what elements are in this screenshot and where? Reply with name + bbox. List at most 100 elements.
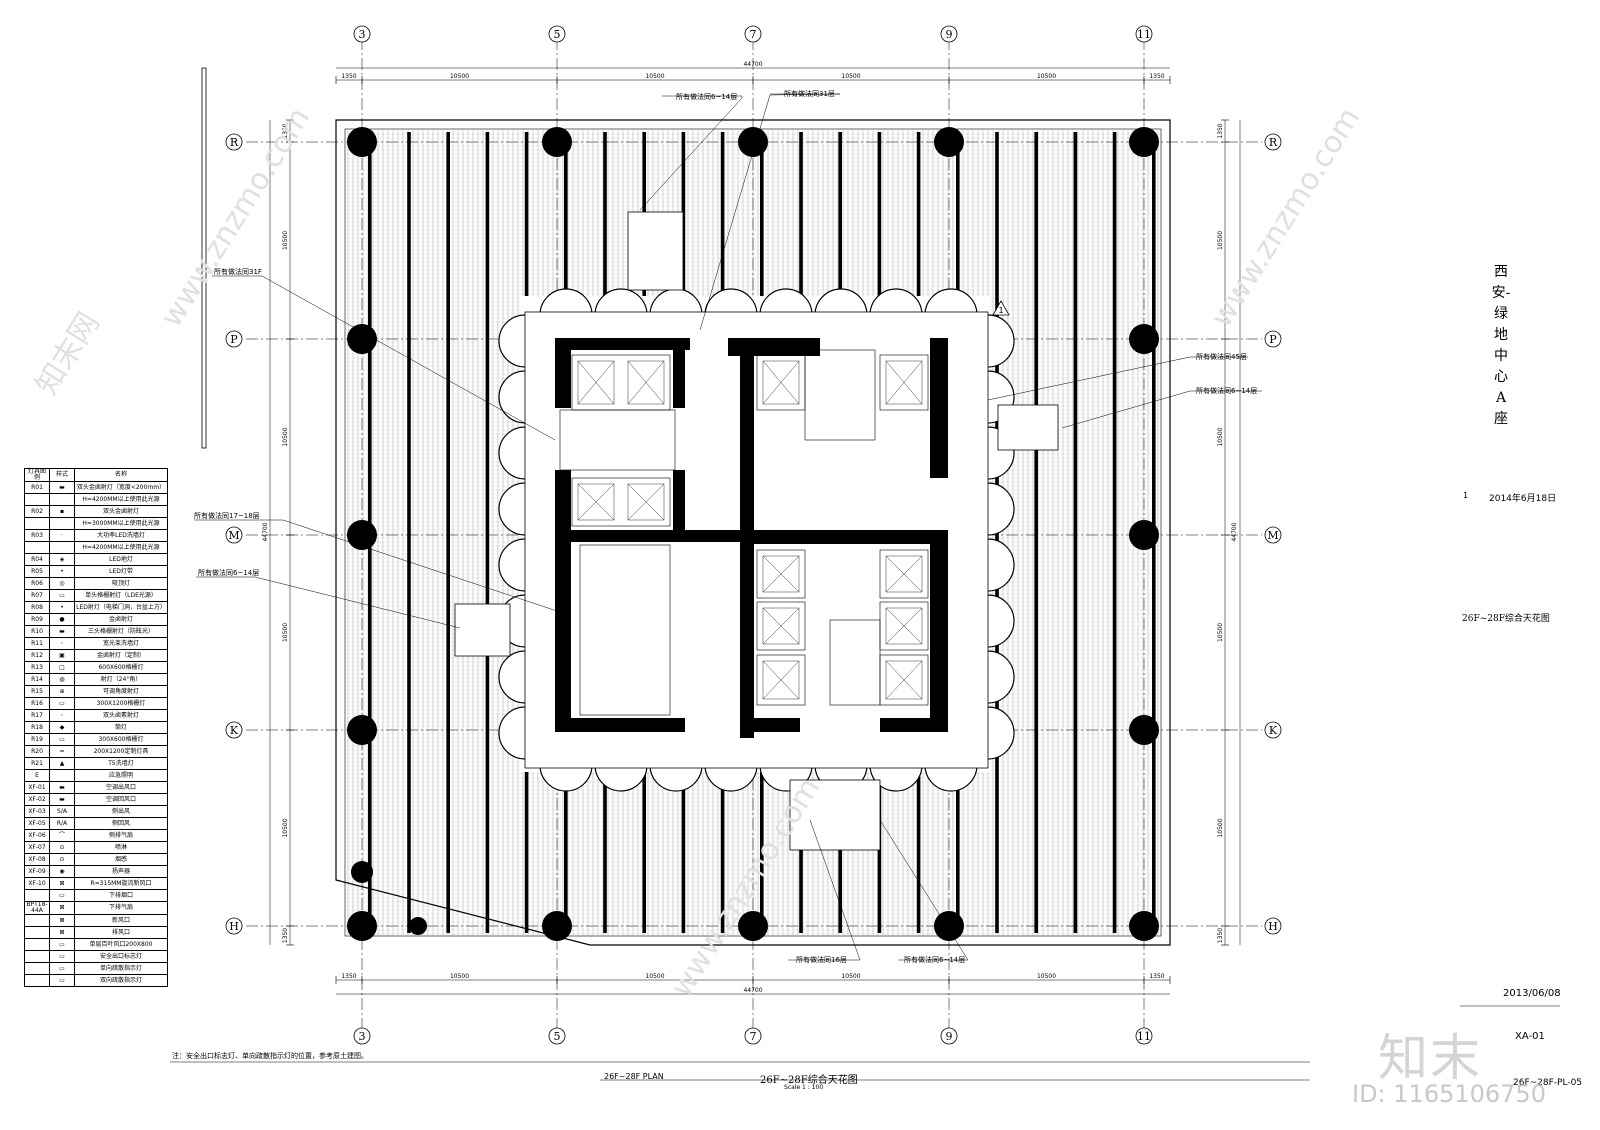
- elevator-car: [885, 555, 923, 593]
- grid-bubble-row: [225, 721, 243, 739]
- dimension-label: 10500: [282, 231, 289, 250]
- core-wall: [555, 718, 685, 732]
- legend-code: XF-02: [24, 793, 50, 806]
- legend-code: [24, 938, 50, 951]
- legend-row: R20━200X1200定制灯具: [24, 745, 168, 758]
- legend-row: R05•LED灯带: [24, 565, 168, 578]
- structural-column: [347, 911, 377, 941]
- dimension-label: 10500: [1217, 623, 1224, 642]
- structural-columns: [347, 127, 1159, 941]
- elevator-cross: [885, 555, 923, 593]
- legend-code: E: [24, 769, 50, 782]
- core-room: [804, 349, 876, 441]
- legend-name: 射灯（24°角）: [74, 673, 168, 686]
- legend-symbol: ▭: [49, 938, 75, 951]
- elevator-car: [762, 555, 800, 593]
- legend-row: XF-02▬空调回风口: [24, 793, 168, 806]
- grid-bubble-label: 3: [359, 1030, 366, 1043]
- note-text: 所有做法同17~18层: [194, 511, 260, 520]
- elevator-car: [627, 360, 665, 405]
- grid-bubble-label: K: [1269, 724, 1278, 737]
- legend-name: 可调角度射灯: [74, 685, 168, 698]
- legend-row: ▭单层百叶风口200X800: [24, 938, 168, 951]
- structural-column: [934, 911, 964, 941]
- grid-bubble-label: 3: [359, 28, 366, 41]
- grid-bubble-label: 7: [750, 1030, 757, 1043]
- annex-box: [997, 404, 1059, 451]
- core-room: [829, 619, 881, 706]
- grid-bubble-column: [744, 1027, 762, 1045]
- elevator-car: [885, 607, 923, 645]
- legend-symbol: •: [49, 565, 75, 578]
- legend-row: R09●金卤射灯: [24, 613, 168, 626]
- legend-header-symbol: 样式: [49, 468, 75, 482]
- legend-name: H=4200MM以上使用此光源: [74, 493, 168, 506]
- legend-code: XF-03: [24, 805, 50, 818]
- legend-row: R18◆筒灯: [24, 721, 168, 734]
- lighting-legend: 灯具图例 样式 名称 R01▬双头金卤射灯（宽度<200mm）H=4200MM以…: [24, 468, 168, 987]
- scallop-left: [498, 538, 526, 592]
- note-leaders: 所有做法同6~14层所有做法同31层所有做法同31F所有做法同45层所有做法同6…: [194, 89, 1262, 964]
- beam: [1034, 132, 1038, 933]
- legend-row: XF-06⌒侧排气扇: [24, 829, 168, 842]
- core-wall: [555, 540, 571, 730]
- scallop-left: [498, 370, 526, 424]
- grid-bubble-column: [940, 25, 958, 43]
- grid-bubble-row: [1264, 721, 1282, 739]
- legend-code: R05: [24, 565, 50, 578]
- scallop-right: [987, 706, 1015, 760]
- legend-symbol: ▣: [49, 649, 75, 662]
- legend-name: 三头格栅射灯（防眩光）: [74, 625, 168, 638]
- legend-name: R=315MM旋流新风口: [74, 877, 168, 890]
- legend-symbol: ⊠: [49, 914, 75, 927]
- grid-bubble-label: P: [230, 333, 238, 346]
- grid-bubble-row: [1264, 133, 1282, 151]
- elevator-cross: [577, 360, 615, 405]
- legend-row: ▭双向疏散指示灯: [24, 974, 168, 987]
- scallop-top: [869, 288, 923, 316]
- legend-code: XF-06: [24, 829, 50, 842]
- legend-row: BPT18-44A⊠下排气扇: [24, 901, 168, 915]
- legend-row: R06◎吸顶灯: [24, 577, 168, 590]
- legend-name: 侧排气扇: [74, 829, 168, 842]
- legend-row: ⊠新风口: [24, 914, 168, 927]
- legend-code: R15: [24, 685, 50, 698]
- elevator-cross: [577, 483, 615, 521]
- legend-symbol: ⊠: [49, 926, 75, 939]
- dimension-label: 10500: [450, 973, 469, 980]
- legend-name: 新风口: [74, 914, 168, 927]
- legend-name: 200X1200定制灯具: [74, 745, 168, 758]
- drawing-tag: 26F~28F PLAN: [604, 1072, 664, 1081]
- legend-name: 空调回风口: [74, 793, 168, 806]
- legend-code: R06: [24, 577, 50, 590]
- legend-symbol: ◦: [49, 637, 75, 650]
- legend-code: [24, 950, 50, 963]
- elevator-car: [762, 360, 800, 405]
- legend-symbol: ▬: [49, 781, 75, 794]
- core-room: [879, 354, 929, 411]
- legend-row: R15⊕可调角度射灯: [24, 685, 168, 698]
- revision-mark: 1: [998, 306, 1003, 315]
- legend-name: 双头金卤射灯: [74, 505, 168, 518]
- sheet-code: 26F~28F-PL-05: [1513, 1078, 1583, 1086]
- grid-bubble-label: H: [1268, 920, 1278, 933]
- legend-row: ⊠排风口: [24, 926, 168, 939]
- legend-name: 单向疏散指示灯: [74, 962, 168, 975]
- legend-name: 空调出风口: [74, 781, 168, 794]
- dimension-label: 1350: [341, 973, 356, 980]
- structural-column: [1129, 715, 1159, 745]
- dimension-label: 10500: [645, 73, 664, 80]
- legend-row: R08•LED射灯（电梯门洞，台盆上方）: [24, 601, 168, 614]
- legend-header-code: 灯具图例: [24, 468, 50, 482]
- note-text: 所有做法同31F: [214, 267, 262, 276]
- legend-symbol: •: [49, 601, 75, 614]
- legend-code: R03: [24, 529, 50, 542]
- drawing-title: 26F~28F综合天花图: [760, 1075, 858, 1086]
- legend-name: 宽光束洗墙灯: [74, 637, 168, 650]
- legend-code: XF-08: [24, 853, 50, 866]
- grid-bubble-label: 11: [1137, 1030, 1151, 1043]
- dimension-label: 10500: [1217, 231, 1224, 250]
- elevator-car: [762, 660, 800, 700]
- legend-name: 下排烟口: [74, 889, 168, 902]
